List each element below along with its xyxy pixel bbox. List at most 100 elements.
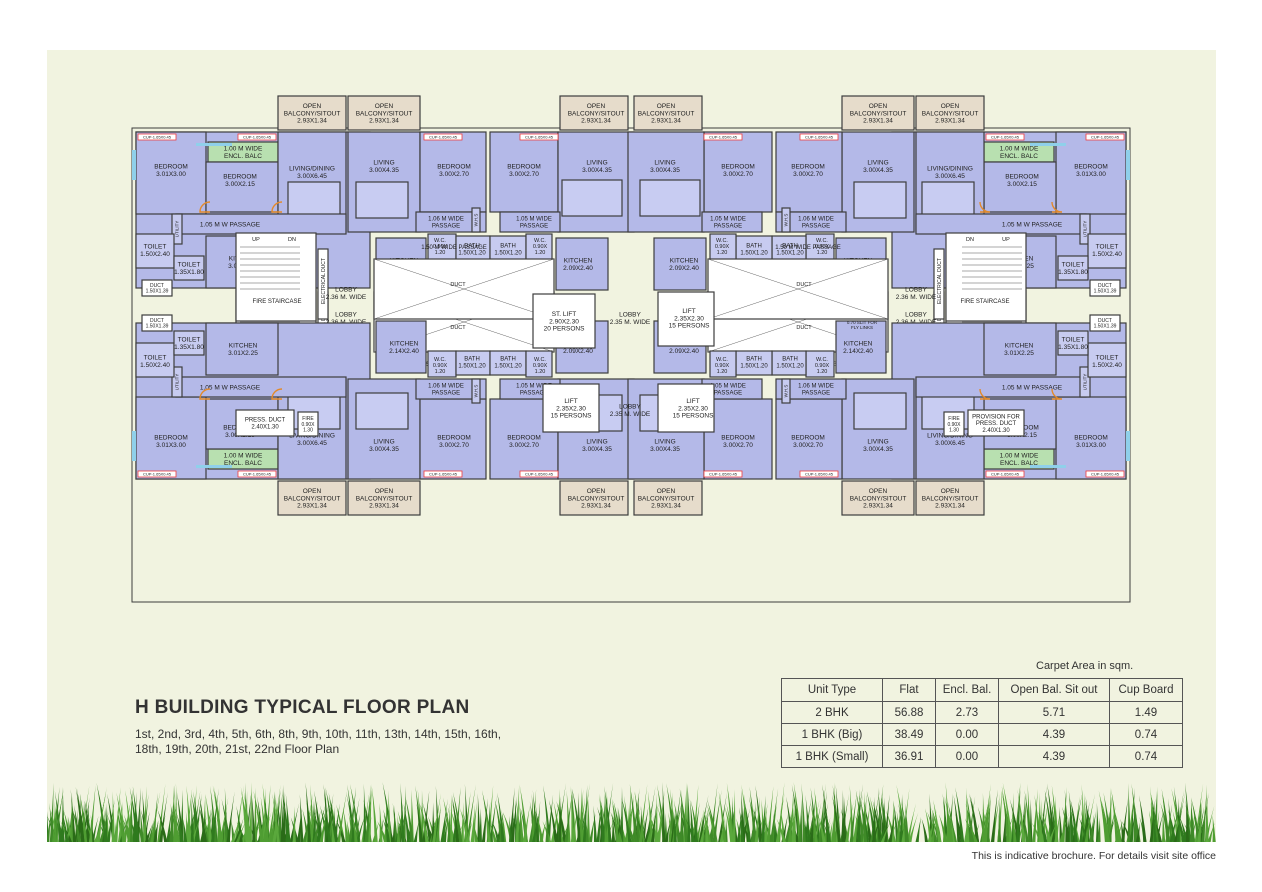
grass-blade bbox=[517, 812, 521, 842]
toilet-small bbox=[1057, 330, 1089, 356]
grass-blade bbox=[70, 789, 76, 842]
grass-blade bbox=[754, 796, 760, 842]
grass-blade bbox=[947, 801, 956, 842]
grass-blade bbox=[377, 821, 388, 842]
grass-blade bbox=[253, 790, 264, 842]
grass-blade bbox=[539, 820, 547, 842]
grass-blade bbox=[363, 783, 367, 842]
grass-blade bbox=[709, 783, 718, 842]
grass-blade bbox=[150, 791, 161, 842]
passage bbox=[775, 211, 847, 233]
grass-blade bbox=[231, 823, 239, 842]
cupboard-label-box bbox=[703, 133, 743, 141]
grass-blade bbox=[662, 782, 666, 842]
grass-blade bbox=[343, 809, 349, 842]
cupboard-label-box bbox=[703, 470, 743, 478]
utility bbox=[171, 213, 183, 245]
whs-label: W.H.S bbox=[474, 385, 479, 398]
grass-blade bbox=[627, 784, 631, 842]
utility bbox=[1079, 366, 1091, 398]
stair-up-label: UP bbox=[252, 237, 260, 243]
toilet bbox=[135, 233, 175, 269]
grass-blade bbox=[1120, 818, 1125, 842]
grass-blade bbox=[96, 786, 107, 842]
grass-blade bbox=[570, 785, 575, 842]
bath bbox=[455, 350, 491, 376]
grass-blade bbox=[337, 788, 348, 842]
grass-blade bbox=[431, 802, 435, 842]
grass-blade bbox=[689, 798, 695, 842]
door-swing bbox=[271, 388, 283, 400]
cupboard-label-box bbox=[519, 470, 559, 478]
table-cell: 4.39 bbox=[998, 745, 1110, 768]
grass-blade bbox=[176, 792, 184, 842]
grass-blade bbox=[349, 786, 357, 842]
whs bbox=[781, 378, 791, 404]
grass-blade bbox=[422, 802, 432, 842]
grass-blade bbox=[478, 808, 482, 842]
passage bbox=[415, 211, 487, 233]
grass-blade bbox=[159, 792, 168, 842]
grass-blade bbox=[769, 788, 779, 842]
grass-blade bbox=[726, 782, 735, 842]
whs-label: W.H.S bbox=[784, 385, 789, 398]
grass-blade bbox=[142, 811, 150, 842]
toilet bbox=[1087, 342, 1127, 378]
open-balcony bbox=[841, 95, 915, 131]
grass-blade bbox=[53, 804, 58, 842]
grass-blade bbox=[982, 783, 991, 842]
cupboard-label: CUP-1.65X0.45 bbox=[709, 134, 738, 139]
duct bbox=[1089, 314, 1121, 332]
grass-blade bbox=[818, 814, 826, 842]
grass-blade bbox=[986, 794, 991, 842]
passage bbox=[499, 211, 561, 233]
grass-blade bbox=[1121, 797, 1129, 842]
cupboard-label-box bbox=[137, 133, 177, 141]
grass-blade bbox=[625, 819, 635, 842]
grass-blade bbox=[285, 793, 291, 842]
window bbox=[1030, 143, 1066, 146]
grass-blade bbox=[997, 812, 1002, 842]
grass-blade bbox=[465, 820, 473, 842]
duct bbox=[1089, 279, 1121, 297]
grass-blade bbox=[896, 797, 902, 842]
cupboard-label-box bbox=[423, 133, 463, 141]
grass-blade bbox=[248, 782, 252, 842]
grass-blade bbox=[739, 807, 745, 842]
grass-blade bbox=[1024, 789, 1032, 842]
duct bbox=[141, 279, 173, 297]
toilet bbox=[135, 342, 175, 378]
cupboard-label: CUP-1.65X0.45 bbox=[709, 471, 738, 476]
grass-blade bbox=[416, 803, 424, 842]
grass-blade bbox=[857, 788, 861, 842]
table-cell: 5.71 bbox=[998, 701, 1110, 724]
grass-blade bbox=[1097, 817, 1101, 842]
grass-blade bbox=[755, 785, 763, 842]
press-duct bbox=[235, 409, 295, 437]
grass-blade bbox=[556, 800, 567, 842]
grass-blade bbox=[191, 803, 195, 842]
grass-blade bbox=[510, 796, 518, 842]
grass-blade bbox=[417, 789, 423, 842]
grass-blade bbox=[841, 789, 845, 842]
bedroom bbox=[419, 398, 487, 480]
